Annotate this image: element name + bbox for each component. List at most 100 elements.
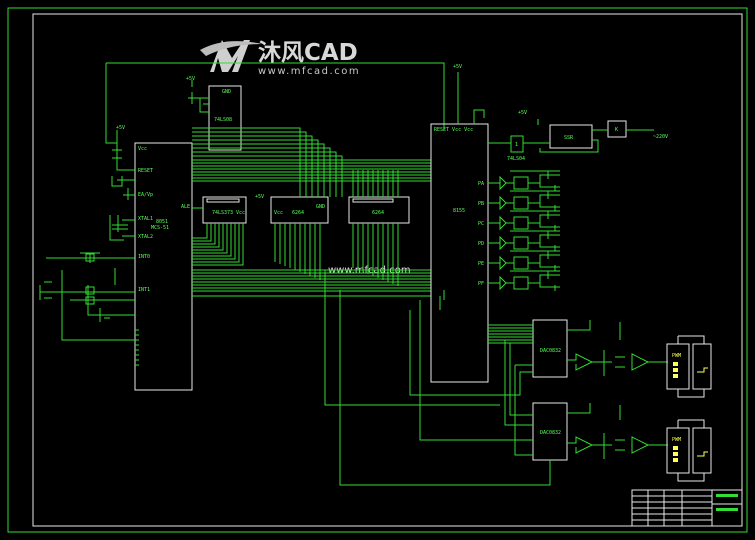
wire [192, 223, 244, 266]
relay-box [607, 120, 627, 138]
ram2-gnd: GND [316, 204, 325, 210]
port-label: PF [478, 281, 484, 287]
pwm1-label: PWM [672, 353, 681, 359]
wire [192, 223, 212, 242]
wire [513, 174, 560, 190]
wire [510, 270, 560, 291]
wire [192, 127, 301, 197]
inverter-label: 1 [515, 142, 518, 148]
wire [513, 234, 560, 250]
input-circuits [39, 252, 135, 341]
ram1-vcc: Vcc [274, 210, 283, 216]
decoder-plus5v: +5V [186, 76, 195, 82]
logo-swoosh-icon [200, 41, 262, 56]
wire [192, 290, 445, 310]
wire [513, 274, 560, 290]
port-drivers: PA PB PC PD PE PF [478, 170, 560, 291]
mcu-pin-ale: ALE [181, 204, 190, 210]
wire [513, 254, 560, 270]
wire [510, 190, 560, 211]
decoder-chip [208, 85, 242, 151]
pin-stubs [135, 329, 139, 366]
brand-url: www.mfcad.com [258, 66, 360, 77]
latch-chip [202, 196, 247, 224]
mcu-pin-x2: XTAL2 [138, 234, 153, 240]
ssr-label: SSR [564, 135, 574, 141]
wire [488, 215, 514, 231]
mcu-part: MCS-51 [151, 225, 169, 231]
port-label: PA [478, 181, 484, 187]
ssr-plus5v: +5V [518, 110, 527, 116]
mcu-pin-x1: XTAL1 [138, 216, 153, 222]
dac1-name: DAC0832 [540, 348, 561, 354]
decoder-name: 74LS08 [214, 117, 232, 123]
wire [488, 195, 514, 211]
wire [488, 255, 514, 271]
mcu-pin-vcc: Vcc [138, 146, 147, 152]
wire [192, 223, 220, 248]
wire [192, 155, 343, 197]
mcu-pin-int1: INT1 [138, 287, 150, 293]
mcu-pin-int0: INT0 [138, 254, 150, 260]
reset-circuit [105, 63, 135, 241]
wire [488, 235, 514, 251]
io-chip-pins: RESET Vcc Vcc [434, 127, 473, 133]
pwm-block-2: PWM [666, 419, 712, 482]
mcu-chip [134, 142, 193, 391]
mcu-pin-ea: EA/Vp [138, 192, 153, 198]
wire [192, 223, 224, 251]
wire [510, 170, 560, 191]
mcu-plus5v: +5V [116, 125, 125, 131]
relay-label: K [615, 127, 618, 133]
wire [192, 223, 236, 260]
decoder-gnd: GND [222, 89, 231, 95]
io-chip [430, 123, 489, 383]
ssr-box [549, 124, 593, 149]
wire [192, 223, 208, 239]
wire [488, 175, 514, 191]
ram1-name: 6264 [292, 210, 304, 216]
wire [510, 250, 560, 271]
io-plus5v: +5V [453, 64, 462, 70]
outer-frame [7, 7, 748, 533]
ram2-name: 6264 [372, 210, 384, 216]
wire [513, 194, 560, 210]
ram2-chip [348, 196, 410, 224]
opamp-stages [567, 320, 668, 459]
wire [192, 223, 216, 245]
ac-label: ~220V [653, 134, 668, 140]
mfcad-logo: 沐风CAD www.mfcad.com [200, 40, 360, 77]
pwm-block-1: PWM [666, 335, 712, 398]
pwm2-label: PWM [672, 437, 681, 443]
address-bus [192, 127, 445, 310]
inverter-box [510, 135, 524, 153]
inverter-part: 74LS04 [507, 156, 525, 162]
wire [192, 151, 337, 197]
dac2-name: DAC0832 [540, 430, 561, 436]
mcu-name: 8051 [156, 219, 168, 225]
wire [192, 135, 313, 197]
inner-frame [32, 13, 743, 527]
wire [192, 143, 325, 197]
dac-bus [324, 270, 551, 486]
port-label: PB [478, 201, 484, 207]
wire [488, 275, 514, 291]
latch-vcc: Vcc [236, 210, 245, 216]
title-block [631, 489, 743, 527]
wire [513, 214, 560, 230]
io-chip-name: 8155 [453, 208, 465, 214]
mcu-pin-reset: RESET [138, 168, 153, 174]
dac1-chip [532, 319, 568, 378]
wire [192, 223, 232, 257]
latch-name: 74LS373 [212, 210, 233, 216]
port-label: PE [478, 261, 484, 267]
latch-plus5v: +5V [255, 194, 264, 200]
wire [510, 210, 560, 231]
port-label: PC [478, 221, 484, 227]
brand-name: 沐风CAD [258, 40, 358, 66]
wire [510, 230, 560, 251]
wire [192, 223, 228, 254]
wire [192, 223, 240, 263]
port-label: PD [478, 241, 484, 247]
